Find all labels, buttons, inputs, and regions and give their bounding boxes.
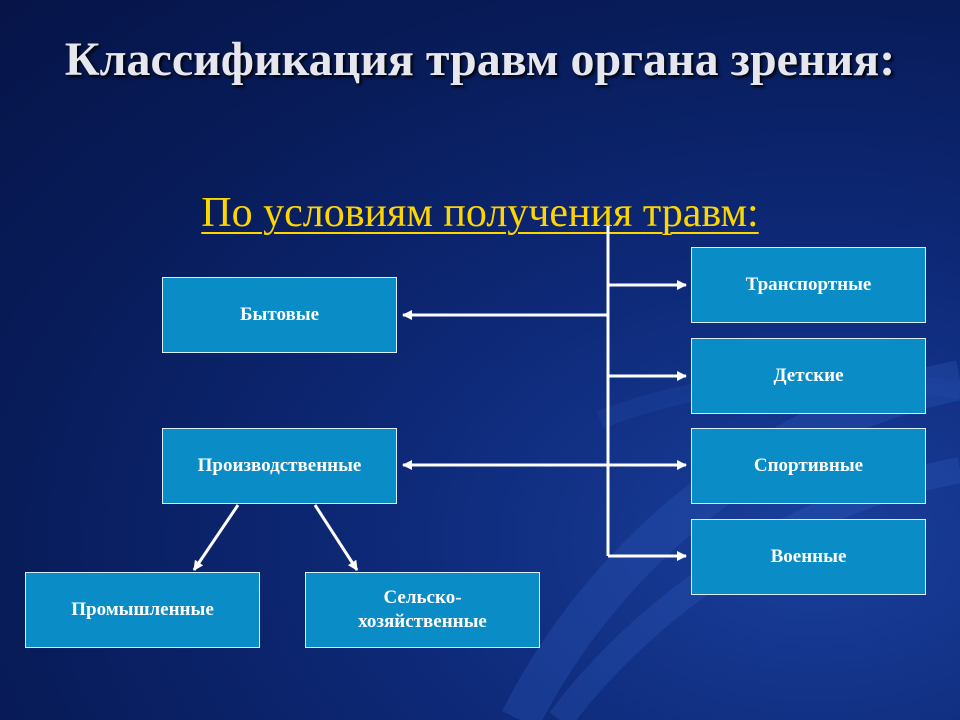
node-children: Детские <box>691 338 926 414</box>
node-agricultural: Сельско-хозяйственные <box>305 572 540 648</box>
diagram-subtitle: По условиям получения травм: <box>201 190 759 236</box>
node-transport: Транспортные <box>691 247 926 323</box>
arrow-to-agricultural <box>313 504 359 571</box>
node-household: Бытовые <box>162 277 397 353</box>
page-title: Классификация травм органа зрения: <box>64 33 896 86</box>
node-military: Военные <box>691 519 926 595</box>
node-sports: Спортивные <box>691 428 926 504</box>
node-industrial: Производственные <box>162 428 397 504</box>
arrow-to-manufacturing <box>192 504 240 571</box>
node-manufacturing: Промышленные <box>25 572 260 648</box>
